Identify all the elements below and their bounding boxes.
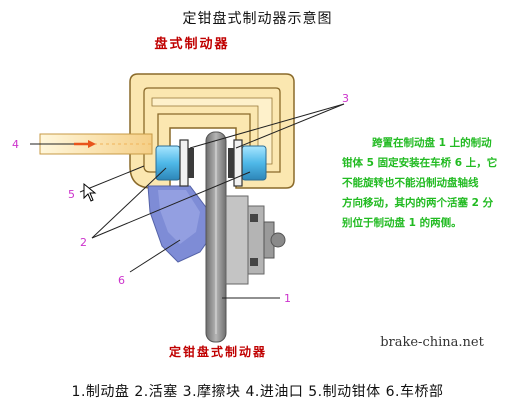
leader-3b	[235, 103, 345, 149]
description-line-4: 方向移动，其内的两个活塞 2 分	[342, 196, 494, 209]
oil-flow-arrow	[74, 140, 96, 148]
callout-6: 6	[118, 274, 125, 287]
callout-2: 2	[80, 236, 87, 249]
friction-pad-right	[228, 139, 243, 187]
heading-top: 盘式制动器	[154, 36, 229, 52]
piston-right	[241, 145, 267, 181]
legend-line: 1.制动盘 2.活塞 3.摩擦块 4.进油口 5.制动钳体 6.车桥部	[71, 384, 444, 400]
mouse-cursor-icon	[83, 182, 97, 202]
piston-left	[155, 145, 181, 181]
friction-pad-left	[179, 139, 194, 187]
leader-3a	[189, 103, 345, 149]
callout-3: 3	[342, 92, 349, 105]
wheel-hub	[225, 195, 286, 285]
description-text: 跨置在制动盘 1 上的制动 钳体 5 固定安装在车桥 6 上，它 不能旋转也不能…	[341, 136, 497, 229]
brake-disc	[205, 131, 227, 343]
leader-2b	[91, 171, 251, 239]
page-title: 定钳盘式制动器示意图	[182, 11, 333, 27]
callout-5: 5	[68, 188, 75, 201]
description-line-5: 别位于制动盘 1 的两侧。	[341, 216, 462, 229]
description-line-3: 不能旋转也不能沿制动盘轴线	[342, 176, 479, 189]
leader-lines	[30, 103, 345, 299]
leader-2a	[91, 167, 167, 239]
description-line-1: 跨置在制动盘 1 上的制动	[372, 136, 492, 149]
axle-bracket	[147, 185, 215, 263]
leader-6	[129, 239, 181, 273]
leader-5	[79, 165, 145, 193]
watermark-text: brake-china.net	[380, 335, 484, 350]
callout-4: 4	[12, 138, 19, 151]
description-line-2: 钳体 5 固定安装在车桥 6 上，它	[342, 156, 497, 169]
callout-1: 1	[284, 292, 291, 305]
heading-bottom: 定钳盘式制动器	[169, 344, 267, 359]
